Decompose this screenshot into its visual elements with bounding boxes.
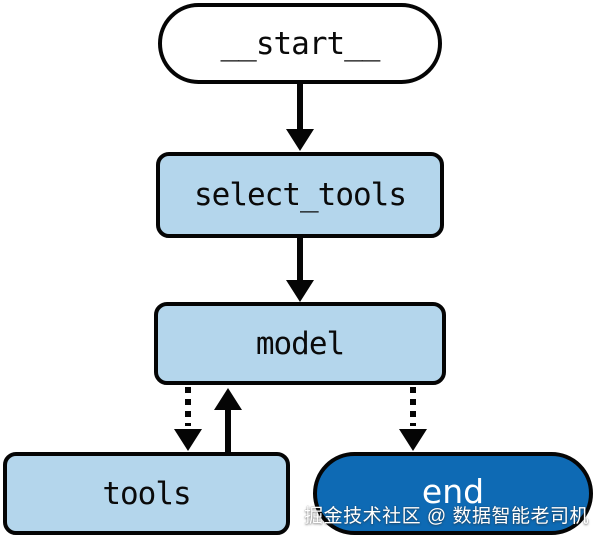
- node-model: model: [154, 302, 446, 385]
- edge-select-tools-to-model: [286, 238, 314, 302]
- edge-model-to-tools-dashed: [174, 387, 202, 451]
- node-select-tools: select_tools: [156, 152, 444, 238]
- node-model-label: model: [255, 325, 345, 362]
- node-end: end: [313, 452, 593, 535]
- node-end-label: end: [421, 472, 485, 511]
- node-start: __start__: [158, 3, 442, 84]
- node-start-label: __start__: [220, 25, 381, 62]
- node-select-tools-label: select_tools: [194, 177, 407, 213]
- watermark-text: 掘金技术社区 @ 数据智能老司机: [304, 506, 589, 527]
- node-tools-label: tools: [102, 475, 191, 512]
- edge-model-to-end-dashed: [399, 387, 427, 451]
- edge-tools-to-model: [214, 388, 242, 452]
- edge-start-to-select-tools: [286, 84, 314, 151]
- node-tools: tools: [3, 452, 290, 535]
